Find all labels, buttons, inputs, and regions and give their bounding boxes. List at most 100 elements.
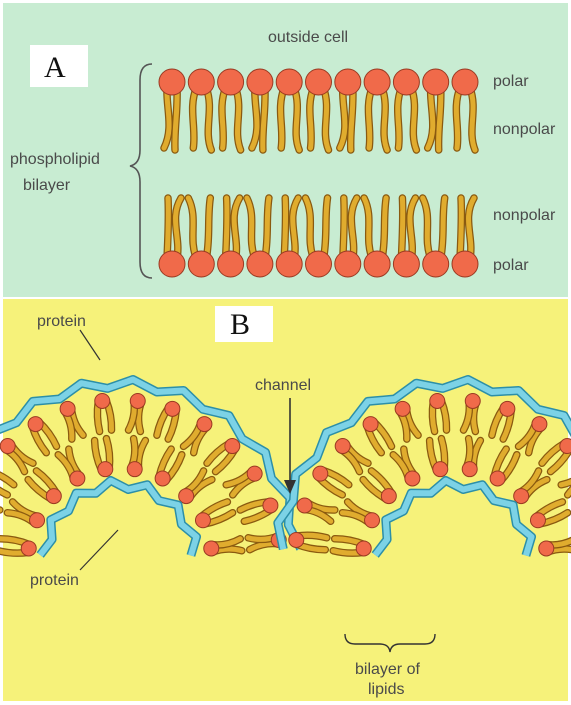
polar-top-label: polar [493, 73, 529, 90]
lipid-head [381, 489, 396, 504]
lipid-head [247, 251, 273, 277]
lipid-head [159, 251, 185, 277]
lipid-head [405, 471, 420, 486]
lipid-head [70, 471, 85, 486]
lipid-head [247, 69, 273, 95]
lipid-head [335, 439, 350, 454]
nonpolar-bottom-label: nonpolar [493, 207, 556, 224]
lipid-head [297, 498, 312, 513]
panel-a-letter: A [44, 51, 66, 84]
lipid-tail [284, 198, 285, 258]
lipid-head [393, 251, 419, 277]
lipid-head [423, 69, 449, 95]
lipid-head [127, 462, 142, 477]
lipid-head [98, 462, 113, 477]
lipid-head [490, 471, 505, 486]
lipid-head [452, 69, 478, 95]
lipid-tail [401, 198, 402, 258]
lipid-head [306, 251, 332, 277]
lipid-head [423, 251, 449, 277]
lipid-head [155, 471, 170, 486]
lipid-tail [411, 88, 416, 150]
lipid-head [0, 439, 15, 454]
lipid-tail [324, 88, 329, 150]
lipid-head [462, 462, 477, 477]
lipid-tail [265, 198, 269, 258]
lipid-head [364, 251, 390, 277]
lipid-head [433, 462, 448, 477]
lipids-label: lipids [368, 681, 404, 698]
lipid-head [46, 489, 61, 504]
lipid-head [335, 251, 361, 277]
lipid-tail [351, 88, 353, 150]
lipid-tail [206, 88, 211, 150]
lipid-head [530, 513, 545, 528]
outside-cell-label: outside cell [268, 29, 348, 46]
lipid-head [130, 393, 145, 408]
lipid-head [393, 69, 419, 95]
lipid-head [500, 401, 515, 416]
lipid-head [276, 251, 302, 277]
lipid-tail [324, 198, 328, 258]
panel-b-letter: B [230, 308, 250, 341]
lipid-head [363, 417, 378, 432]
lipid-head [364, 69, 390, 95]
lipid-head [452, 251, 478, 277]
lipid-head [263, 498, 278, 513]
lipid-tail [206, 198, 210, 258]
lipid-tail [382, 88, 387, 150]
lipid-head [532, 417, 547, 432]
lipid-head [247, 466, 262, 481]
lipid-tail [263, 88, 265, 150]
lipid-head [188, 251, 214, 277]
lipid-head [356, 541, 371, 556]
lipid-tail [460, 198, 461, 258]
lipid-head [289, 532, 304, 547]
lipid-head [195, 513, 210, 528]
protein-bottom-label: protein [30, 572, 79, 589]
lipid-head [21, 541, 36, 556]
lipid-head [188, 69, 214, 95]
lipid-tail [236, 88, 241, 150]
lipid-head [218, 69, 244, 95]
lipid-head [430, 393, 445, 408]
lipid-tail [226, 198, 227, 258]
lipid-head [276, 69, 302, 95]
lipid-head [179, 489, 194, 504]
lipid-head [165, 401, 180, 416]
lipid-head [95, 393, 110, 408]
lipid-tail [167, 198, 168, 258]
lipid-head [197, 417, 212, 432]
lipid-head [365, 513, 380, 528]
lipid-head [60, 401, 75, 416]
phospholipid-label: phospholipid [10, 151, 100, 168]
nonpolar-top-label: nonpolar [493, 121, 556, 138]
lipid-tail [382, 198, 386, 258]
lipid-tail [439, 88, 441, 150]
lipid-head [313, 466, 328, 481]
lipid-head [514, 489, 529, 504]
lipid-head [465, 393, 480, 408]
lipid-head [560, 439, 571, 454]
lipid-head [539, 541, 554, 556]
lipid-tail [441, 198, 445, 258]
lipid-tail [470, 88, 475, 150]
lipid-head [28, 417, 43, 432]
channel-label: channel [255, 377, 311, 394]
lipid-tail [343, 198, 344, 258]
lipid-head [225, 439, 240, 454]
lipid-tail [294, 88, 299, 150]
lipid-tail [175, 88, 177, 150]
lipid-head [30, 513, 45, 528]
bilayer-of-label: bilayer of [355, 661, 420, 678]
polar-bottom-label: polar [493, 257, 529, 274]
lipid-head [204, 541, 219, 556]
lipid-head [218, 251, 244, 277]
bilayer-label: bilayer [23, 177, 71, 194]
lipid-head [335, 69, 361, 95]
lipid-head [159, 69, 185, 95]
lipid-head [395, 401, 410, 416]
protein-top-label: protein [37, 313, 86, 330]
lipid-head [306, 69, 332, 95]
